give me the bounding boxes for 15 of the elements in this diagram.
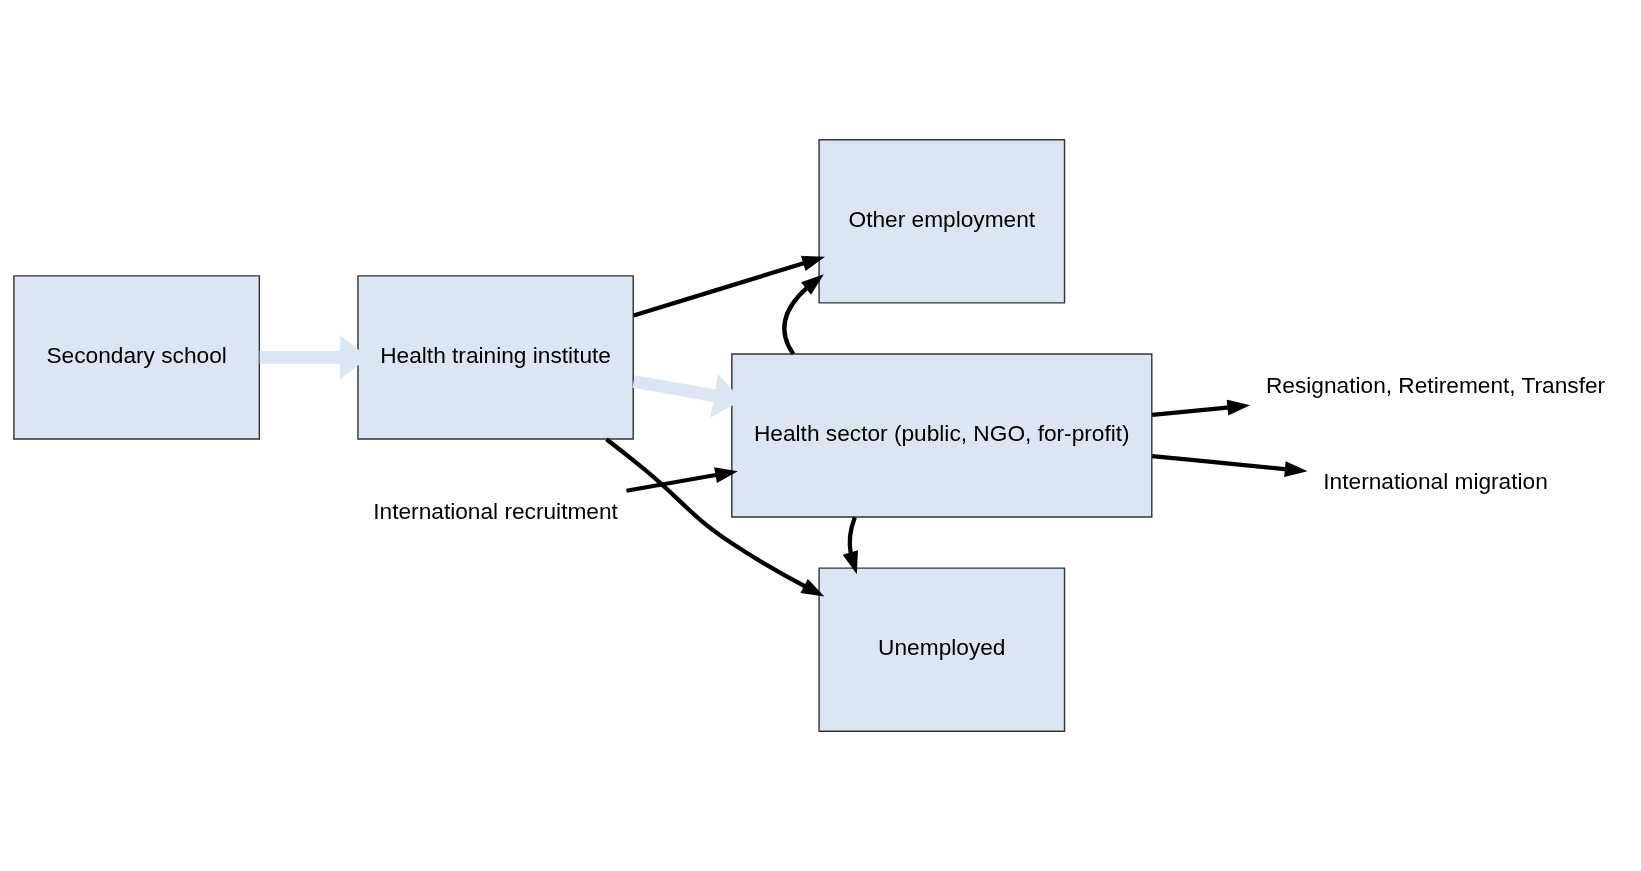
node-text: International migration [1323, 468, 1548, 495]
node-box: Unemployed [818, 567, 1066, 733]
arrow [633, 255, 825, 318]
arrow [842, 516, 858, 575]
node-box: Health training institute [357, 275, 634, 440]
node-box: Secondary school [13, 275, 261, 440]
node-text: Resignation, Retirement, Transfer [1265, 371, 1606, 398]
node-box: Other employment [818, 138, 1066, 304]
arrow [1151, 399, 1251, 418]
arrow [782, 274, 824, 356]
arrow [1151, 453, 1308, 477]
node-text: International recruitment [373, 497, 618, 524]
node-box: Health sector (public, NGO, for-profit) [731, 353, 1153, 518]
arrow [626, 467, 738, 493]
arrow [605, 437, 825, 597]
